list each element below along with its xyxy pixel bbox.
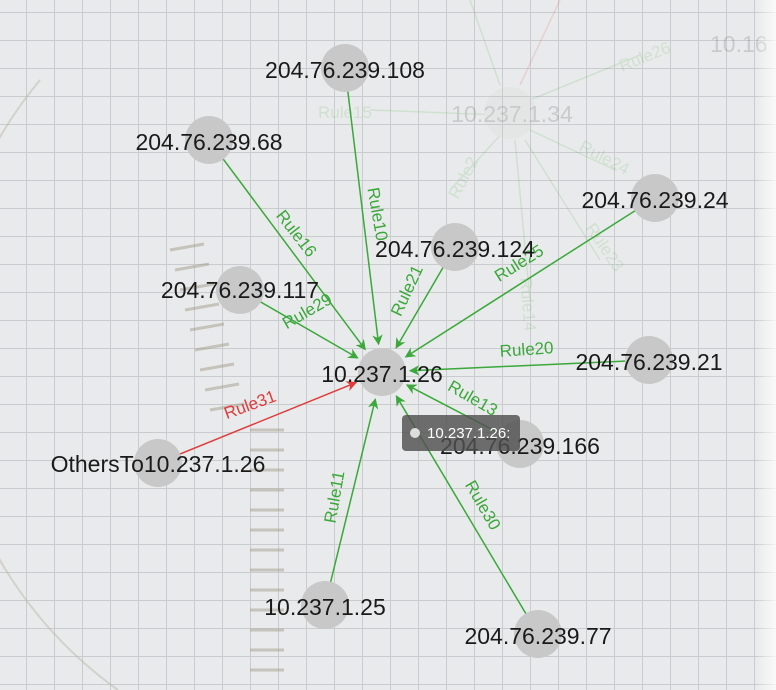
- graph-node[interactable]: [134, 439, 182, 487]
- nodes-layer: [134, 44, 679, 658]
- graph-node[interactable]: [321, 44, 369, 92]
- tick-mark: [179, 282, 215, 292]
- node-label: 10.237.1.25: [264, 594, 386, 620]
- right-scroll-edge: [755, 0, 776, 690]
- edge-n108-to-center[interactable]: [344, 73, 383, 346]
- graph-node[interactable]: [625, 336, 673, 384]
- node-label: 204.76.239.117: [161, 277, 319, 303]
- tick-mark: [189, 322, 225, 332]
- tick-mark: [194, 342, 230, 352]
- edge-label: Rule13: [445, 377, 501, 420]
- node-label: 204.76.239.24: [581, 187, 728, 213]
- edges-layer: [163, 73, 651, 630]
- background-node-label: 10.237.1.34: [451, 101, 573, 127]
- edge-label: Rule20: [499, 338, 554, 361]
- node-label: 204.76.239.77: [464, 623, 611, 649]
- graph-node[interactable]: [631, 174, 679, 222]
- edge-n125-to-center[interactable]: [325, 398, 379, 600]
- edge-others-to-center[interactable]: [163, 381, 358, 462]
- tick-mark: [209, 402, 245, 412]
- background-edge-label: Rule24: [576, 137, 632, 179]
- node-label: 10.237.1.26: [321, 361, 443, 387]
- tooltip-text: 10.237.1.26:: [427, 424, 511, 442]
- edge-n124-to-center[interactable]: [395, 251, 453, 349]
- tick-mark: [174, 262, 210, 272]
- edge-n117-to-center[interactable]: [244, 292, 359, 359]
- edge-label: Rule10: [363, 186, 391, 242]
- tick-mark: [169, 242, 205, 252]
- node-label: 204.76.239.21: [575, 349, 722, 375]
- tick-mark: [184, 302, 220, 312]
- graph-node[interactable]: [301, 581, 349, 629]
- edge-n24-to-center[interactable]: [404, 200, 651, 358]
- background-arc: [0, 79, 119, 690]
- background-edge-label: Rule2: [445, 154, 483, 202]
- node-label: OthersTo10.237.1.26: [51, 451, 266, 477]
- node-label: 204.76.239.124: [375, 236, 535, 262]
- node-tooltip: 10.237.1.26:: [402, 415, 521, 451]
- edge-n68-to-center[interactable]: [211, 144, 366, 351]
- center-node[interactable]: [358, 348, 406, 396]
- graph-node[interactable]: [185, 116, 233, 164]
- graph-node[interactable]: [216, 266, 264, 314]
- tick-mark: [199, 362, 235, 372]
- background-edge-label: Rule14: [516, 277, 540, 332]
- background-tick-marks: [169, 242, 284, 672]
- tick-mark: [204, 382, 240, 392]
- background-edge-label: Rule15: [318, 103, 372, 122]
- edge-label: Rule11: [321, 469, 349, 524]
- edge-label: Rule21: [387, 262, 427, 319]
- node-label: 204.76.239.68: [135, 129, 282, 155]
- tooltip-dot-icon: [410, 428, 420, 438]
- background-edge-label: Rule26: [616, 38, 673, 76]
- graph-node[interactable]: [431, 223, 479, 271]
- edge-n21-to-center[interactable]: [408, 359, 644, 376]
- graph-node[interactable]: [514, 610, 562, 658]
- node-label: 204.76.239.108: [265, 57, 425, 83]
- background-edge-label: Rule23: [582, 220, 628, 275]
- edge-label: Rule30: [461, 477, 504, 533]
- background-cluster: 10.237.1.34 10.16 Rule15 Rule2 Rule26 Ru…: [318, 0, 768, 332]
